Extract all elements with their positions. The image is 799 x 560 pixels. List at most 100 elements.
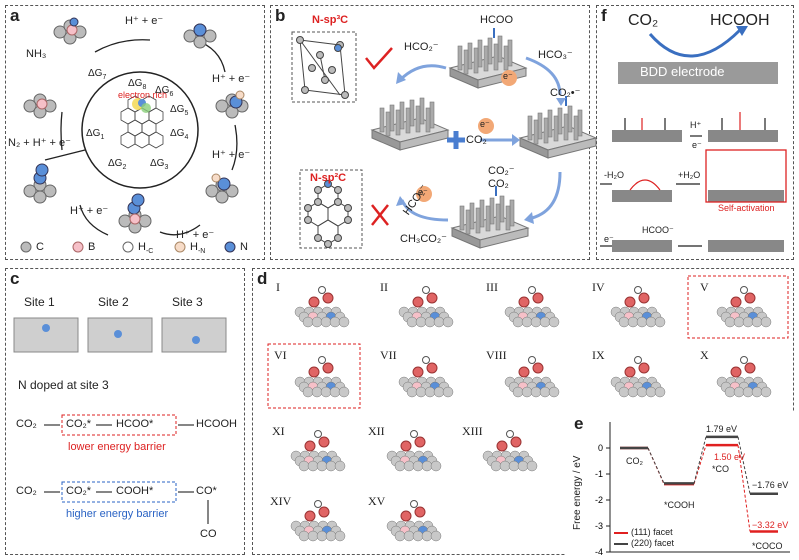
e-label-co: *CO [712, 464, 730, 474]
intermediate-structure-2 [398, 286, 454, 328]
roman-14: XIV [270, 494, 292, 508]
panel-a: a [5, 5, 265, 260]
step-right-lower: H⁺ + e⁻ [212, 149, 251, 161]
cluster-top [53, 17, 87, 45]
higher-barrier-box [61, 481, 177, 503]
intermediate-structure-3 [504, 286, 560, 328]
roman-5: V [700, 280, 709, 294]
f-hplus: H⁺ [690, 120, 702, 130]
cluster-top-right [183, 23, 217, 49]
step-bottom-right: H⁺ + e⁻ [176, 229, 215, 241]
e-ytick-label: -2 [595, 495, 603, 505]
pillar-array-center [370, 97, 450, 151]
dg-5: ΔG5 [170, 104, 189, 117]
c-costar: CO* [196, 485, 217, 497]
f-co2-label: CO₂ [628, 12, 659, 29]
panel-b: b [270, 5, 590, 260]
self-activation-label: Self-activation [718, 203, 775, 213]
e-legend-220: (220) facet [614, 538, 674, 548]
electrode-slab-1 [612, 130, 682, 142]
bdd-electrode-bar [618, 62, 778, 84]
sp2-structure-box [299, 169, 363, 249]
cluster-bottom [118, 193, 152, 234]
electron-badge-3 [416, 186, 432, 202]
site-3-nitrogen [192, 336, 200, 344]
e-ytick-label: -3 [595, 521, 603, 531]
site-slabs [13, 317, 227, 353]
nh3-label: NH₃ [26, 48, 47, 60]
reaction-cycle-circle [81, 71, 199, 189]
n2-label: N₂ + H⁺ + e⁻ [8, 137, 71, 149]
graphene-center-icon [120, 95, 164, 149]
intermediate-structure-7 [398, 356, 454, 398]
self-activation-box [705, 149, 787, 203]
legend-nitrogen-icon [224, 241, 236, 253]
cycle-arrows [44, 39, 238, 236]
legend-hc-icon [122, 241, 134, 253]
legend-hn-text: H-N [190, 241, 206, 256]
e-plot [620, 435, 778, 533]
roman-15: XV [368, 494, 386, 508]
e-ann-179: 1.79 eV [706, 424, 738, 434]
e-connector-0-1 [693, 444, 707, 485]
cluster-right-top [215, 90, 249, 119]
roman-10: X [700, 348, 709, 362]
step-bottom-left: H⁺ + e⁻ [70, 205, 109, 217]
electrode-slab-5 [612, 240, 672, 252]
intermediate-structure-6 [294, 356, 350, 398]
roman-1: I [276, 280, 280, 294]
intermediate-structure-11 [290, 430, 346, 472]
roman-6: VI [274, 348, 287, 362]
roman-8: VIII [486, 348, 507, 362]
electrode-slab-6 [708, 240, 784, 252]
legend-n-text: N [240, 241, 248, 253]
c-co2star-1: CO₂* [66, 418, 92, 430]
highlight-box-vi [267, 343, 361, 409]
c-cooh: COOH* [116, 485, 154, 497]
electron-text-2: e⁻ [480, 119, 490, 129]
e-ytick-label: -4 [595, 547, 603, 557]
site-3-slab [161, 317, 227, 353]
panel-b-arrowheads [396, 72, 566, 224]
intermediate-structure-8 [504, 356, 560, 398]
intermediate-structure-13 [482, 430, 538, 472]
panel-b-label: b [275, 6, 286, 25]
co2-to-hcooh-arrowhead [736, 26, 748, 36]
dg-3: ΔG3 [150, 158, 169, 171]
e-legend-111-swatch [614, 531, 628, 534]
intermediate-structures [290, 286, 772, 542]
co2-radical-label: CO₂•⁻ [550, 87, 581, 99]
electron-text-1: e⁻ [503, 71, 513, 81]
intermediate-structure-10 [716, 356, 772, 398]
step-right-upper: H⁺ + e⁻ [212, 73, 251, 85]
higher-barrier-label: higher energy barrier [66, 508, 169, 520]
lower-barrier-box [61, 414, 177, 436]
e-label-cooh: *COOH [664, 500, 695, 510]
legend-boron-icon [72, 241, 84, 253]
electron-badge-2 [478, 118, 494, 134]
electrode-slab-4 [708, 190, 784, 202]
panel-d: d [252, 268, 794, 555]
hco3-label: HCO₃⁻ [538, 49, 573, 61]
c-co2-2: CO₂ [16, 485, 37, 497]
panel-a-label: a [10, 6, 20, 25]
e-ann-176: −1.76 eV [752, 480, 789, 490]
epoxide-bond [629, 179, 661, 191]
site-1-slab [13, 317, 79, 353]
dg-4: ΔG4 [170, 128, 189, 141]
e-ytick-label: 0 [598, 443, 603, 453]
co2-minus-label: CO₂⁻ [488, 165, 515, 177]
roman-13: XIII [462, 424, 483, 438]
electrode-slab-2 [708, 130, 778, 142]
electron-rich-label: electron rich [118, 90, 168, 100]
panel-c: c [5, 268, 245, 555]
co2-to-hcooh-arrow [648, 28, 742, 58]
intermediate-structure-5 [716, 286, 772, 328]
center-top-dg: ΔG8 [128, 78, 147, 91]
f-h2o-in: +H₂O [678, 170, 701, 180]
